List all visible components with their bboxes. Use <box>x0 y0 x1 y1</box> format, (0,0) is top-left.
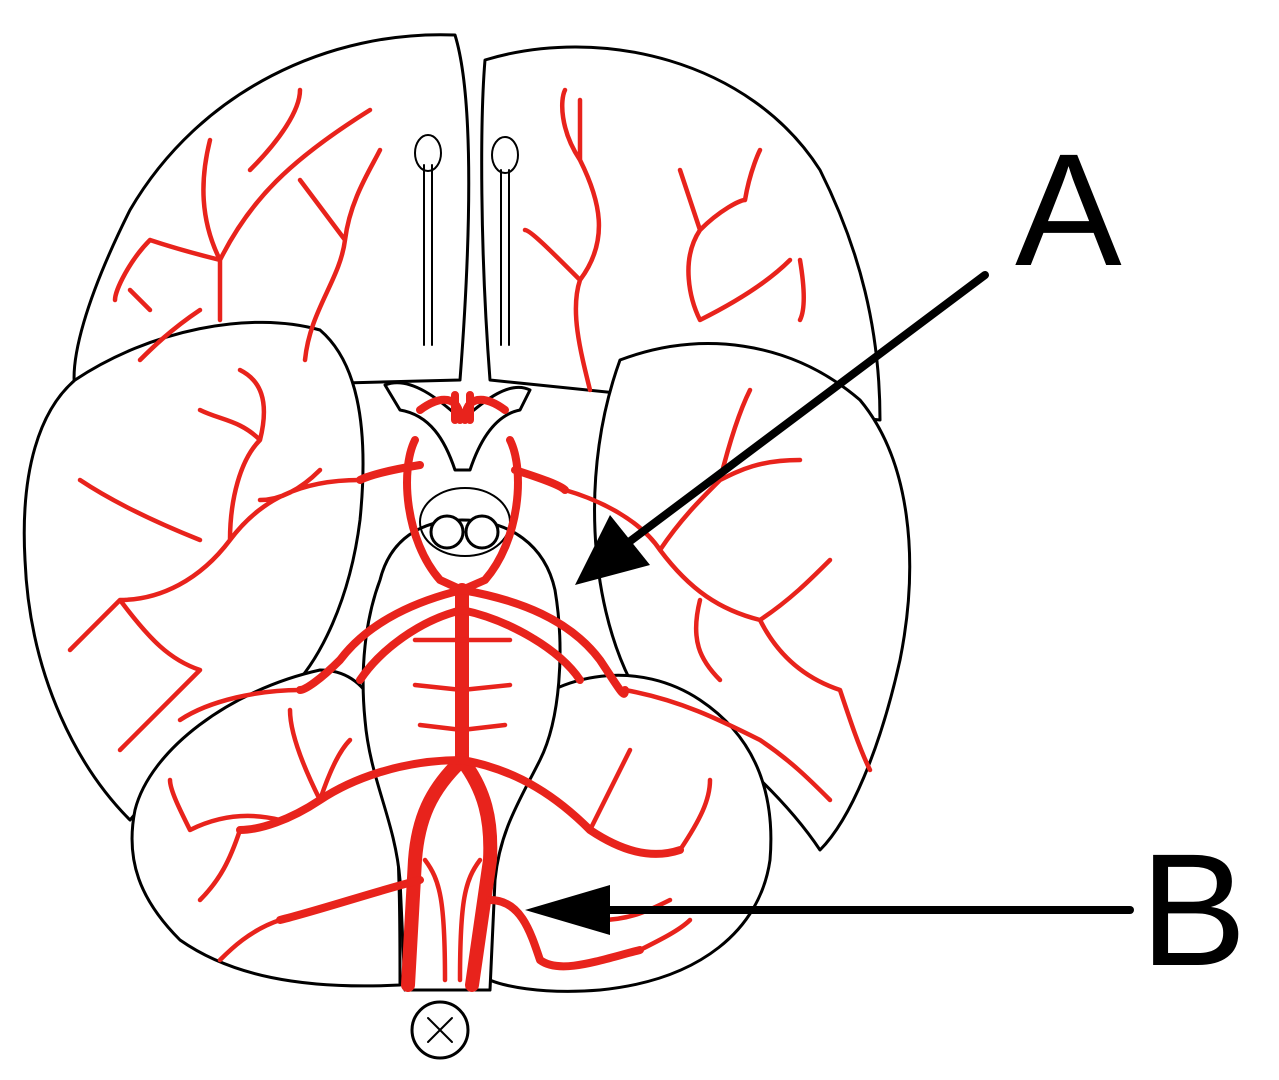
pointer-a <box>575 271 989 585</box>
left-vertebral-artery <box>401 753 469 992</box>
left-olfactory-bulb <box>414 134 442 172</box>
right-middle-cerebral-artery <box>511 466 569 494</box>
right-pica <box>458 756 684 858</box>
left-middle-cerebral-artery <box>356 461 424 484</box>
right-olfactory-bulb <box>491 136 519 174</box>
left-posterior-cerebral-artery <box>296 586 466 694</box>
left-pica <box>236 756 466 834</box>
brain-outline <box>22 33 912 1060</box>
arteries <box>67 87 873 992</box>
left-mammillary-body <box>429 514 465 550</box>
right-posterior-cerebral-artery <box>458 586 629 698</box>
right-vertebral-artery <box>455 753 498 992</box>
right-temporal-lobe <box>593 342 912 852</box>
label-b: B <box>1140 820 1247 999</box>
pointer-b <box>525 885 1134 935</box>
label-a: A <box>1015 120 1122 299</box>
left-frontal-lobe <box>72 33 471 392</box>
right-mammillary-body <box>464 514 500 550</box>
